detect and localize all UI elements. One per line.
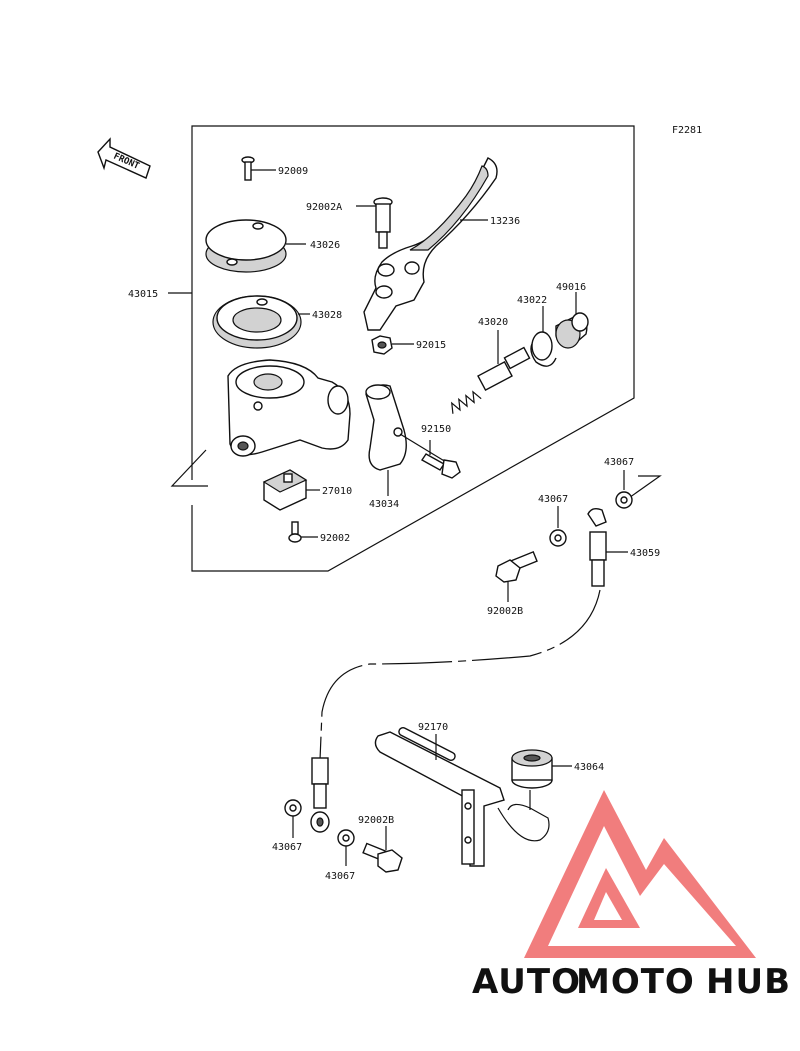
part-label-49016: 49016 <box>556 282 586 293</box>
watermark-triangle-icon <box>524 790 756 958</box>
clamp-bolt-icon <box>399 433 461 479</box>
grommet-icon <box>511 749 572 810</box>
hose-lower-fitting-icon <box>310 757 330 833</box>
gasket-mid-icon <box>549 506 567 547</box>
banjo-bolt-upper-icon <box>495 550 538 602</box>
diaphragm-icon <box>212 295 310 349</box>
hose-fitting-icon <box>587 507 628 587</box>
part-label-92009: 92009 <box>278 166 308 177</box>
brake-switch-icon <box>262 469 320 511</box>
dust-boot-icon <box>555 292 589 349</box>
master-cylinder-body-icon <box>227 359 351 457</box>
part-label-92170: 92170 <box>418 722 448 733</box>
part-label-43059: 43059 <box>630 548 660 559</box>
part-label-43067-lower-mid: 43067 <box>325 871 355 882</box>
banjo-bolt-lower-icon <box>362 826 403 873</box>
part-label-43020: 43020 <box>478 317 508 328</box>
front-direction-icon: FRONT <box>97 137 151 179</box>
part-label-43067-mid: 43067 <box>538 494 568 505</box>
part-label-43034: 43034 <box>369 499 399 510</box>
part-label-92015: 92015 <box>416 340 446 351</box>
switch-screw-icon <box>288 521 318 543</box>
figure-code: F2281 <box>672 125 702 136</box>
part-label-43028: 43028 <box>312 310 342 321</box>
brake-hose-line <box>319 589 601 761</box>
watermark-word-hub: HUB <box>706 962 791 1002</box>
part-label-43067-lower-left: 43067 <box>272 842 302 853</box>
hose-bracket-icon <box>374 727 505 867</box>
part-label-43067-right: 43067 <box>604 457 634 468</box>
part-label-43022: 43022 <box>517 295 547 306</box>
reservoir-cap-icon <box>205 219 306 273</box>
part-label-92002a: 92002A <box>306 202 342 213</box>
part-label-92002b-lower: 92002B <box>358 815 394 826</box>
assembly-frame <box>168 125 635 572</box>
gasket-lower-left-icon <box>284 799 302 838</box>
lever-nut-icon <box>371 335 414 355</box>
part-label-43026: 43026 <box>310 240 340 251</box>
circlip-icon <box>530 306 557 367</box>
cap-screw-icon <box>241 156 276 181</box>
part-label-43064: 43064 <box>574 762 604 773</box>
watermark-word-auto: AUTO <box>472 962 581 1002</box>
automotohub-watermark-logo: AUTO MOTO HUB <box>472 790 791 1002</box>
gasket-lower-mid-icon <box>337 829 355 866</box>
part-label-13236: 13236 <box>490 216 520 227</box>
part-label-92002b-upper: 92002B <box>487 606 523 617</box>
part-label-92002: 92002 <box>320 533 350 544</box>
part-label-92150: 92150 <box>421 424 451 435</box>
piston-spring-icon <box>451 330 531 414</box>
watermark-word-moto: MOTO <box>576 962 695 1002</box>
part-label-43015: 43015 <box>128 289 158 300</box>
holder-clamp-icon <box>365 384 407 496</box>
hose-clip-icon <box>497 803 550 842</box>
lever-bolt-icon <box>356 197 393 249</box>
gasket-right-icon <box>615 470 662 509</box>
brake-lever-icon <box>363 157 498 331</box>
part-label-27010: 27010 <box>322 486 352 497</box>
